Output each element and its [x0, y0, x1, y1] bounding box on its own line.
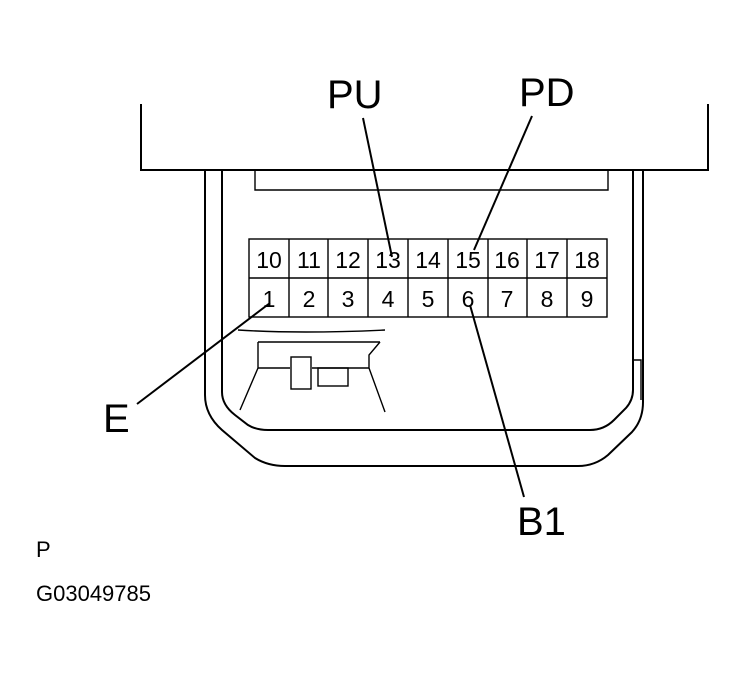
pin-label-4: 4 — [382, 286, 395, 312]
pin-label-16: 16 — [494, 247, 520, 273]
housing-top — [140, 104, 709, 171]
pin-grid: 10 11 12 13 14 15 16 17 18 1 2 3 4 5 6 7… — [248, 238, 608, 318]
callout-line-pd — [473, 115, 533, 251]
callout-label-e: E — [103, 397, 130, 441]
pin-label-12: 12 — [335, 247, 361, 273]
pin-label-7: 7 — [501, 286, 514, 312]
side-latch — [633, 359, 642, 400]
callout-label-b1: B1 — [517, 500, 566, 544]
callout-line-b1 — [469, 304, 525, 498]
pin-label-15: 15 — [455, 247, 481, 273]
corner-label: P — [36, 537, 51, 562]
pin-label-9: 9 — [581, 286, 594, 312]
callout-line-e — [136, 302, 271, 405]
pin-label-10: 10 — [256, 247, 282, 273]
pin-label-18: 18 — [574, 247, 600, 273]
figure-id: G03049785 — [36, 581, 151, 606]
callout-line-pu — [362, 117, 393, 258]
callout-label-pu: PU — [327, 73, 383, 117]
top-slot — [254, 170, 609, 191]
connector-outer-body — [204, 170, 644, 467]
connector-inner-body — [221, 170, 634, 431]
pin-label-6: 6 — [462, 286, 475, 312]
callout-label-pd: PD — [519, 71, 575, 115]
pin-label-5: 5 — [422, 286, 435, 312]
pin-label-17: 17 — [534, 247, 560, 273]
pin-label-2: 2 — [303, 286, 316, 312]
pin-label-8: 8 — [541, 286, 554, 312]
keying-detail — [237, 329, 386, 413]
pin-label-3: 3 — [342, 286, 355, 312]
pin-label-13: 13 — [375, 247, 401, 273]
pin-label-11: 11 — [297, 247, 321, 273]
pin-label-14: 14 — [415, 247, 441, 273]
